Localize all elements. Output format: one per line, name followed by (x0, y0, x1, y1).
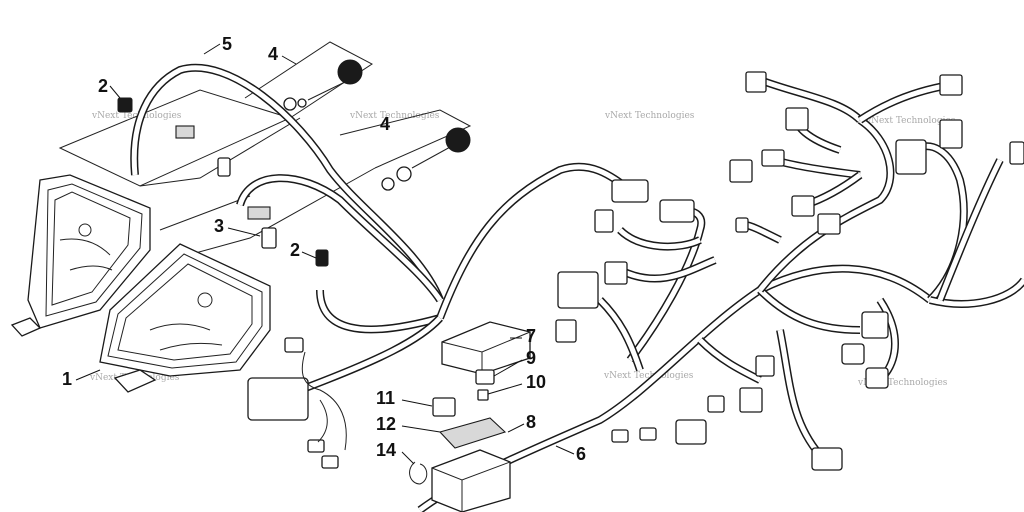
connector-t (739, 387, 763, 413)
connector-m (791, 195, 815, 217)
connector-i (761, 149, 785, 167)
relay-9 (475, 369, 495, 385)
connector-main-a (611, 179, 649, 203)
callout-8: 8 (526, 412, 536, 432)
connector-small-c (321, 455, 339, 469)
connector-p (861, 311, 889, 339)
connector-w (611, 429, 629, 443)
connector-e (555, 319, 577, 343)
adjuster-top (283, 59, 363, 111)
connector-h (785, 107, 809, 131)
fuse-10 (477, 389, 489, 401)
clamp-14 (409, 461, 428, 485)
bulb-socket-b (315, 249, 329, 267)
connector-main-b (659, 199, 695, 223)
callouts: 1 2 2 3 4 4 5 6 7 8 9 10 11 12 14 (62, 34, 586, 465)
connector-z (1009, 141, 1024, 165)
callout-9: 9 (526, 348, 536, 368)
connector-l (939, 119, 963, 149)
fuse-panel-12 (438, 417, 507, 449)
watermark-3: vNext Technologies (604, 111, 695, 121)
fuse-box-group (409, 321, 531, 512)
relay-11 (432, 397, 456, 417)
fuse-block (431, 449, 511, 512)
headlight-left (10, 174, 151, 337)
connector-s (755, 355, 775, 377)
connector-c (594, 209, 614, 233)
connector-r (865, 367, 889, 389)
callout-3: 3 (214, 216, 224, 236)
headlight-harness (130, 64, 444, 334)
callout-10: 10 (526, 372, 546, 392)
watermark-6: vNext Technologies (603, 371, 694, 381)
callout-2-top: 2 (98, 76, 108, 96)
connector-small-b (307, 439, 325, 453)
connector-n (817, 213, 841, 235)
connector-y (811, 447, 843, 471)
connector-u (707, 395, 725, 413)
callout-14: 14 (376, 440, 396, 460)
connector-headlight-b (247, 206, 271, 220)
connector-k (895, 139, 927, 175)
connector-v (675, 419, 707, 445)
connector-q (841, 343, 865, 365)
connector-d (604, 261, 628, 285)
watermark-4: vNext Technologies (865, 116, 956, 126)
connector-large (557, 271, 599, 309)
connector-f (745, 71, 767, 93)
callout-4-mid: 4 (380, 114, 390, 134)
callout-5: 5 (222, 34, 232, 54)
bulbs (117, 97, 329, 267)
connector-j (729, 159, 753, 183)
headlight-right (99, 243, 271, 393)
relay-cover (441, 321, 531, 375)
callout-7: 7 (526, 326, 536, 346)
watermark-7: vNext Technologies (857, 378, 948, 388)
diagnostic-connector (247, 377, 309, 421)
watermark-2: vNext Technologies (349, 111, 440, 121)
callout-11: 11 (376, 388, 395, 408)
bulb-right (261, 227, 277, 249)
connector-o (735, 217, 749, 233)
bulb-left (217, 157, 231, 177)
callout-2-mid: 2 (290, 240, 300, 260)
callout-4-top: 4 (268, 44, 278, 64)
adjuster-bottom (381, 127, 471, 191)
callout-1: 1 (62, 369, 72, 389)
harness-connectors (247, 71, 1024, 471)
callout-6: 6 (576, 444, 586, 464)
connector-x (639, 427, 657, 441)
connector-headlight-a (175, 125, 195, 139)
connector-small-a (284, 337, 304, 353)
bulb-socket-a (117, 97, 133, 113)
main-harness (298, 76, 1024, 512)
connector-g (939, 74, 963, 96)
callout-12: 12 (376, 414, 396, 434)
